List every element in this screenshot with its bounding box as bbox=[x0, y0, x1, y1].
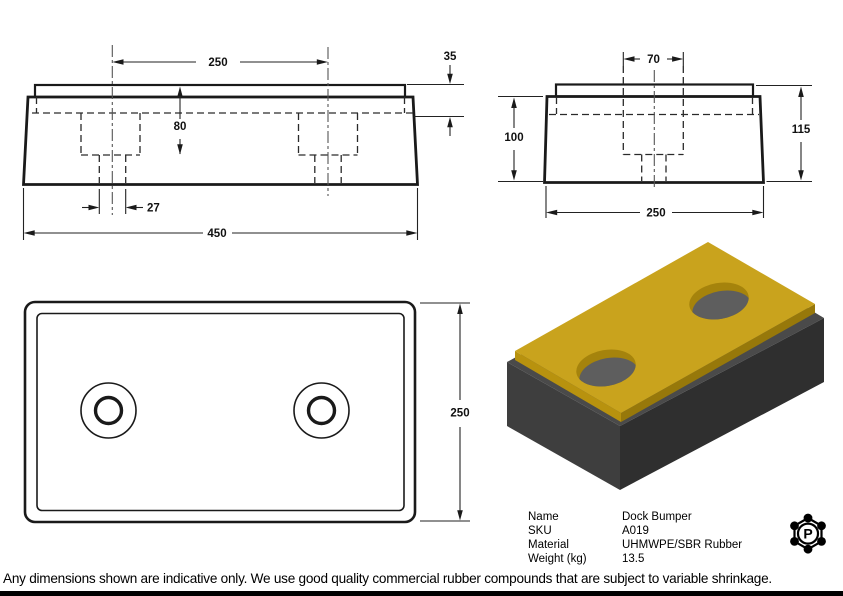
side-view: 70 100 115 250 bbox=[498, 52, 812, 220]
front-view-centerlines bbox=[111, 45, 329, 215]
brand-logo: P bbox=[790, 513, 826, 554]
rubber-right-face bbox=[620, 318, 824, 490]
front-dim-counterbore-depth: 80 bbox=[174, 86, 187, 155]
product-material-row: Material UHMWPE/SBR Rubber bbox=[528, 539, 742, 553]
product-material-value: UHMWPE/SBR Rubber bbox=[622, 538, 743, 551]
front-plate-outline bbox=[33, 83, 407, 99]
front-dim-counterbore-depth-label: 80 bbox=[174, 121, 187, 133]
front-dim-hole-diameter-label: 27 bbox=[147, 203, 160, 215]
product-name-row: Name Dock Bumper bbox=[528, 511, 742, 525]
front-dim-overall-width-label: 450 bbox=[207, 228, 226, 240]
product-weight-label: Weight (kg) bbox=[528, 552, 587, 565]
front-dim-overall-width: 450 bbox=[22, 188, 419, 240]
dimensions-disclaimer: Any dimensions shown are indicative only… bbox=[3, 571, 772, 586]
side-dim-rubber-height: 100 bbox=[498, 95, 543, 183]
plan-dim-overall-depth-label: 250 bbox=[450, 408, 469, 420]
side-body-outline bbox=[543, 95, 765, 184]
rubber-left-face bbox=[507, 362, 620, 490]
side-dim-counterbore-diameter-label: 70 bbox=[647, 54, 660, 66]
plan-dim-overall-depth: 250 bbox=[420, 302, 470, 522]
plan-plate-outline bbox=[36, 312, 405, 512]
side-dim-overall-depth: 250 bbox=[545, 186, 765, 220]
product-name-value: Dock Bumper bbox=[622, 511, 692, 523]
product-sku-value: A019 bbox=[622, 524, 649, 537]
product-weight-value: 13.5 bbox=[622, 552, 645, 565]
plan-view: 250 bbox=[23, 300, 470, 524]
product-info-table: Name Dock Bumper SKU A019 Material UHMWP… bbox=[528, 511, 742, 567]
plan-outer-outline bbox=[23, 300, 417, 524]
front-dim-plate-thickness: 35 bbox=[407, 51, 464, 136]
product-sku-row: SKU A019 bbox=[528, 525, 742, 539]
plan-hole-left bbox=[80, 382, 137, 439]
front-view: 250 35 80 27 bbox=[22, 45, 464, 240]
side-dim-counterbore-diameter: 70 bbox=[622, 52, 684, 66]
front-dim-hole-spacing-label: 250 bbox=[208, 57, 227, 69]
bottom-divider-bar bbox=[0, 591, 843, 596]
side-dim-overall-height-label: 115 bbox=[792, 124, 811, 136]
front-body-outline bbox=[22, 95, 419, 186]
product-material-label: Material bbox=[528, 538, 569, 551]
front-dim-hole-spacing: 250 bbox=[112, 57, 328, 69]
front-dim-hole-diameter: 27 bbox=[82, 189, 160, 215]
product-sku-label: SKU bbox=[528, 524, 552, 537]
side-dim-overall-depth-label: 250 bbox=[646, 208, 665, 220]
plate-left-edge-face bbox=[515, 351, 621, 422]
product-name-label: Name bbox=[528, 511, 559, 523]
front-view-outline bbox=[22, 83, 419, 186]
side-dim-overall-height: 115 bbox=[756, 84, 812, 183]
front-view-hidden-lines bbox=[32, 97, 414, 183]
product-weight-row: Weight (kg) 13.5 bbox=[528, 553, 742, 567]
front-dim-plate-thickness-label: 35 bbox=[444, 51, 457, 63]
side-dim-rubber-height-label: 100 bbox=[504, 132, 523, 144]
plan-hole-right bbox=[293, 382, 350, 439]
molecule-hexagon-icon: P bbox=[790, 513, 826, 554]
render-3d bbox=[507, 242, 824, 490]
plate-right-edge-face bbox=[621, 304, 815, 422]
logo-letter: P bbox=[803, 526, 812, 542]
